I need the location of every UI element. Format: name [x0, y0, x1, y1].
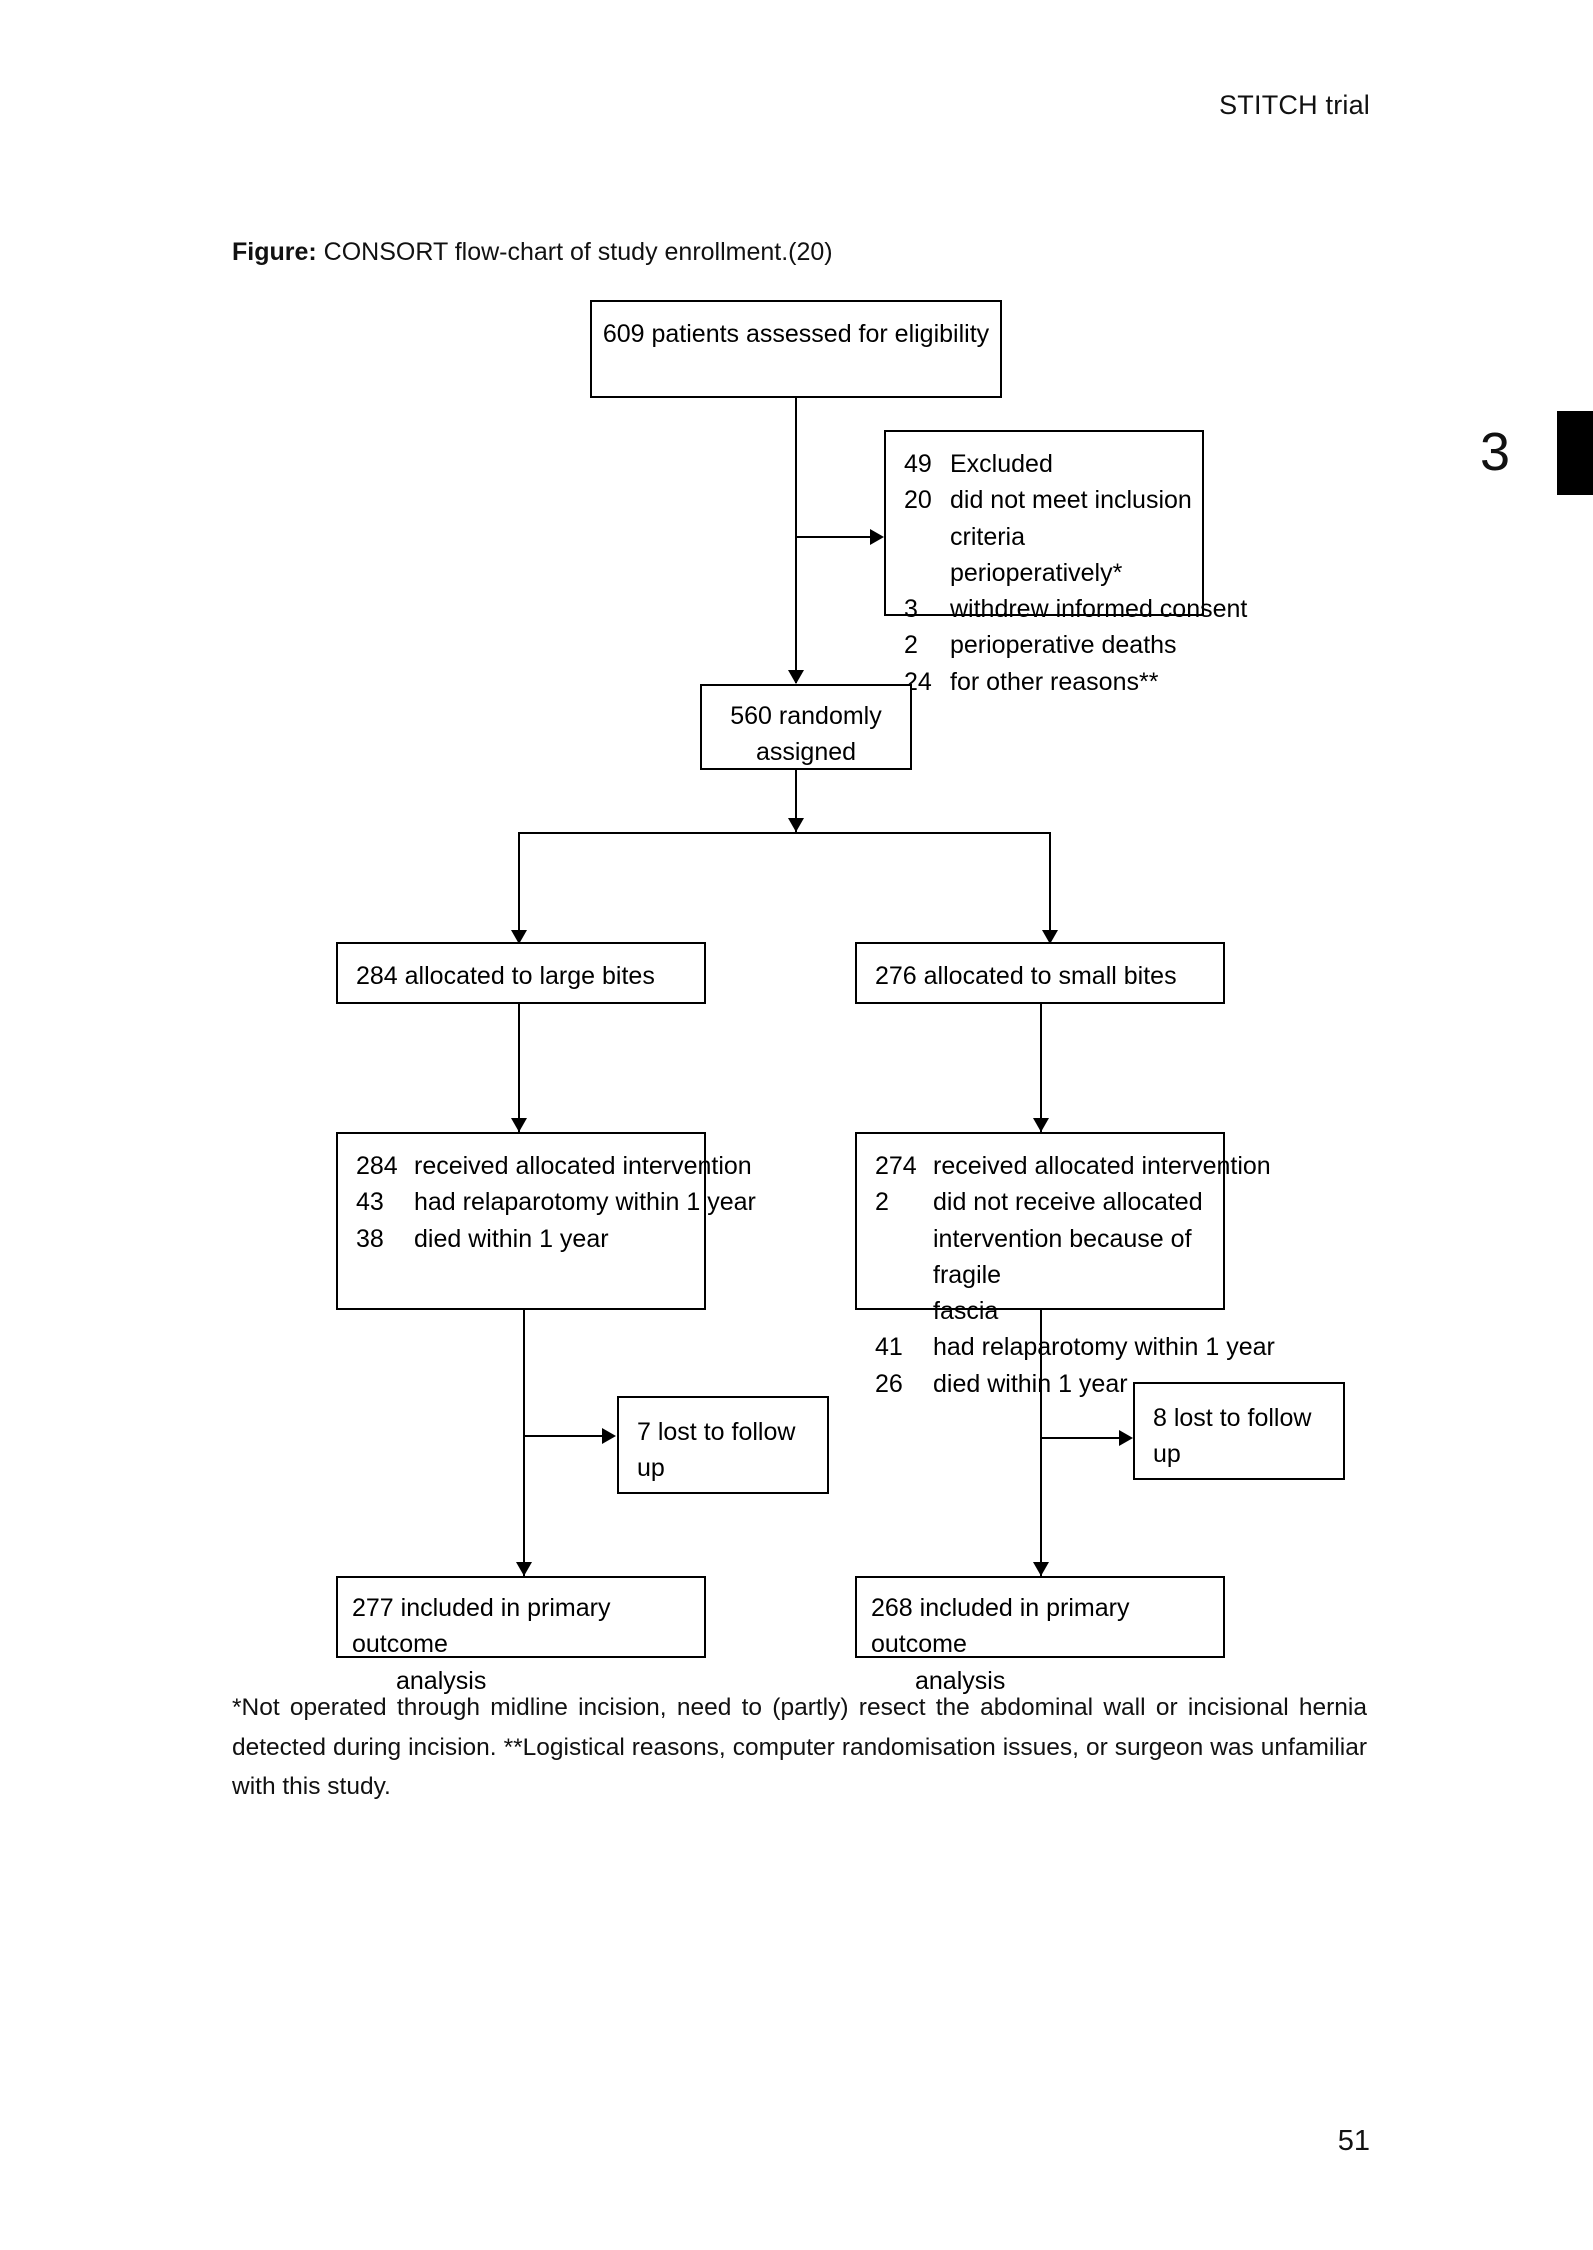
chapter-tab-marker — [1557, 411, 1593, 495]
arrowhead-into-alloc-right — [1042, 930, 1058, 944]
received-left-count: 284 — [356, 1152, 398, 1180]
received-left-count: 43 — [356, 1188, 384, 1217]
arrowhead-into-excluded — [870, 529, 884, 545]
figure-caption-text: CONSORT flow-chart of study enrollment.(… — [316, 238, 833, 266]
received-left-text: received allocated intervention — [414, 1152, 752, 1180]
connector-received-left-to-analysed — [523, 1310, 525, 1576]
received-right-row: 2 did not receive allocated — [875, 1184, 1213, 1220]
node-lost-to-follow-up-left: 7 lost to follow up — [617, 1396, 829, 1494]
arrowhead-into-received-left — [511, 1118, 527, 1132]
connector-split-left — [518, 832, 520, 944]
node-allocated-large-bites: 284 allocated to large bites — [336, 942, 706, 1004]
node-assessed-for-eligibility: 609 patients assessed for eligibility — [590, 300, 1002, 398]
arrowhead-into-randomised — [788, 670, 804, 684]
received-right-text: died within 1 year — [933, 1369, 1128, 1398]
alloc-left-text: 284 allocated to large bites — [356, 962, 655, 990]
node-randomly-assigned: 560 randomly assigned — [700, 684, 912, 770]
excluded-reason-count: 3 — [904, 595, 918, 623]
arrowhead-into-received-right — [1033, 1118, 1049, 1132]
excluded-heading-label: Excluded — [950, 450, 1053, 478]
arrowhead-into-analysed-right — [1033, 1562, 1049, 1576]
excluded-heading: 49 Excluded — [904, 446, 1192, 482]
connector-to-lost-right — [1040, 1437, 1120, 1439]
received-right-row: 274 received allocated intervention — [875, 1148, 1271, 1184]
received-right-text: did not receive allocated — [933, 1188, 1203, 1217]
excluded-heading-count: 49 — [904, 450, 932, 478]
arrowhead-into-alloc-left — [511, 930, 527, 944]
received-right-text: received allocated intervention — [933, 1152, 1271, 1180]
excluded-reason-count: 2 — [904, 631, 918, 660]
received-left-count: 38 — [356, 1224, 384, 1253]
received-right-count: 41 — [875, 1333, 903, 1362]
node-analysed-right: 268 included in primary outcome analysis — [855, 1576, 1225, 1695]
arrowhead-into-lost-right — [1119, 1430, 1133, 1446]
page-number: 51 — [1337, 2125, 1370, 2157]
connector-to-excluded — [795, 536, 871, 538]
figure-caption-label: Figure: — [232, 238, 317, 266]
received-left-text: had relaparotomy within 1 year — [414, 1188, 756, 1217]
excluded-reason-count: 20 — [904, 486, 932, 515]
connector-split-right — [1049, 832, 1051, 944]
received-left-row: 43 had relaparotomy within 1 year — [356, 1184, 756, 1220]
arrowhead-at-split — [788, 818, 804, 832]
received-right-text-cont: intervention because of fragile — [933, 1224, 1192, 1289]
chapter-number: 3 — [1480, 422, 1511, 482]
excluded-reason-text: withdrew informed consent — [950, 595, 1248, 623]
analysed-right-line-1: 268 included in primary outcome — [871, 1594, 1130, 1659]
received-right-text-cont: fascia — [933, 1297, 999, 1325]
received-right-count: 26 — [875, 1369, 903, 1398]
excluded-reason-row: 2 perioperative deaths — [904, 627, 1192, 663]
received-right-count: 274 — [875, 1152, 917, 1180]
analysed-left-line-2: analysis — [396, 1666, 487, 1695]
alloc-right-text: 276 allocated to small bites — [875, 962, 1177, 990]
connector-alloc-left-to-received — [518, 1004, 520, 1132]
excluded-reason-row: 20 did not meet inclusion — [904, 482, 1192, 518]
connector-alloc-right-to-received — [1040, 1004, 1042, 1132]
arrowhead-into-analysed-left — [516, 1562, 532, 1576]
excluded-reason-text: did not meet inclusion — [950, 486, 1192, 515]
running-head: STITCH trial — [1219, 90, 1370, 120]
received-right-row: 26 died within 1 year — [875, 1366, 1213, 1402]
analysed-left-line-1: 277 included in primary outcome — [352, 1594, 611, 1659]
connector-to-lost-left — [523, 1435, 603, 1437]
received-right-row: 41 had relaparotomy within 1 year — [875, 1329, 1275, 1365]
excluded-reason-text: perioperative deaths — [950, 631, 1177, 660]
received-right-count: 2 — [875, 1188, 889, 1217]
node-lost-to-follow-up-right: 8 lost to follow up — [1133, 1382, 1345, 1480]
excluded-reason-row: 3 withdrew informed consent — [904, 591, 1247, 627]
received-right-text: had relaparotomy within 1 year — [933, 1333, 1275, 1362]
arrowhead-into-lost-left — [602, 1428, 616, 1444]
excluded-reason-text-cont: criteria perioperatively* — [950, 522, 1123, 587]
lost-right-text: 8 lost to follow up — [1153, 1404, 1312, 1469]
received-left-row: 38 died within 1 year — [356, 1221, 694, 1257]
excluded-reason-row: 24 for other reasons** — [904, 664, 1192, 700]
figure-caption: Figure: CONSORT flow-chart of study enro… — [232, 238, 833, 267]
node-received-right: 274 received allocated intervention 2 di… — [855, 1132, 1275, 1398]
node-assessed-text: 609 patients assessed for eligibility — [602, 320, 990, 348]
node-analysed-left: 277 included in primary outcome analysis — [336, 1576, 706, 1695]
randomised-line-1: 560 randomly — [730, 702, 882, 730]
randomised-line-2: assigned — [755, 738, 857, 767]
analysed-right-line-2: analysis — [915, 1666, 1006, 1695]
connector-received-right-to-analysed — [1040, 1310, 1042, 1576]
connector-split-bar — [518, 832, 1051, 834]
received-left-row: 284 received allocated intervention — [356, 1148, 752, 1184]
received-left-text: died within 1 year — [414, 1224, 609, 1253]
node-allocated-small-bites: 276 allocated to small bites — [855, 942, 1225, 1004]
connector-assessed-to-randomised — [795, 398, 797, 683]
lost-left-text: 7 lost to follow up — [637, 1418, 796, 1483]
node-excluded: 49 Excluded 20 did not meet inclusion cr… — [884, 430, 1247, 696]
figure-footnote: *Not operated through midline incision, … — [232, 1694, 1367, 1801]
excluded-reason-text: for other reasons** — [950, 667, 1159, 696]
node-received-left: 284 received allocated intervention 43 h… — [336, 1132, 756, 1310]
connector-randomised-stem — [795, 770, 797, 832]
